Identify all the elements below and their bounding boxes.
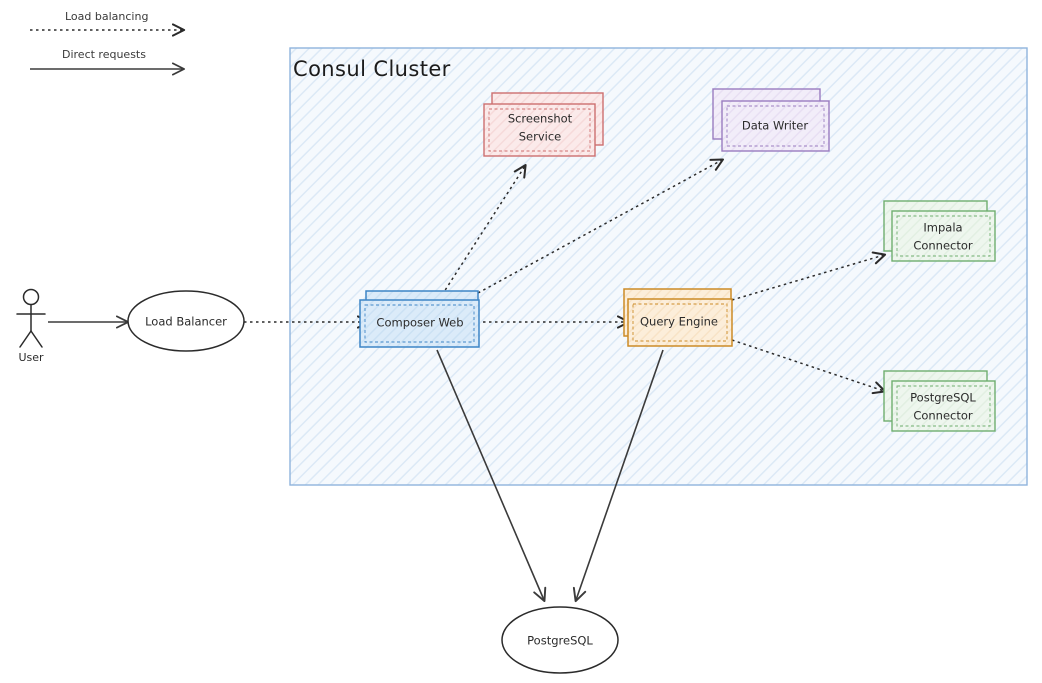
composer-web-inner-dashed-border: [364, 304, 475, 343]
composer-web-front-box[interactable]: [359, 299, 480, 348]
postgresql-connector-inner-dashed-border: [896, 385, 991, 427]
edge-composer-web-to-postgresql: [436, 349, 547, 603]
node-postgresql[interactable]: PostgreSQL: [501, 606, 619, 674]
screenshot-service-front-box[interactable]: [483, 103, 596, 157]
edge-composer-web-to-screenshot-service: [441, 164, 527, 296]
stick-figure-actor-icon: [16, 288, 46, 348]
load-balancer-shape[interactable]: [127, 290, 245, 352]
impala-connector-label-line2: Connector: [913, 239, 973, 253]
impala-connector-front-box[interactable]: [891, 210, 996, 262]
edge-query-engine-to-postgresql: [572, 349, 664, 603]
data-writer-label-line1: Data Writer: [742, 119, 808, 133]
load-balancer-label: Load Balancer: [145, 315, 227, 329]
node-impala-connector[interactable]: Impala Connector: [883, 200, 996, 262]
actor-user-label: User: [18, 351, 44, 364]
node-data-writer[interactable]: Data Writer: [712, 88, 830, 152]
postgresql-connector-front-box[interactable]: [891, 380, 996, 432]
actor-user: User: [16, 288, 46, 364]
screenshot-service-label-line1: Screenshot: [508, 112, 573, 126]
postgresql-connector-label-line2: Connector: [913, 409, 973, 423]
node-screenshot-service[interactable]: Screenshot Service: [483, 92, 604, 157]
node-composer-web[interactable]: Composer Web: [359, 290, 480, 348]
postgresql-connector-label-line1: PostgreSQL: [910, 391, 976, 405]
legend-label-direct-requests: Direct requests: [62, 48, 146, 61]
edges-layer: [48, 158, 887, 603]
impala-connector-inner-dashed-border: [896, 215, 991, 257]
composer-web-label: Composer Web: [376, 316, 463, 330]
query-engine-front-box[interactable]: [627, 298, 733, 347]
cluster-border: [289, 47, 1028, 486]
edge-query-engine-to-postgresql-connector: [731, 339, 887, 395]
data-writer-front-box[interactable]: [721, 100, 830, 152]
screenshot-service-label-line2: Service: [519, 130, 562, 144]
query-engine-label: Query Engine: [640, 315, 718, 329]
postgresql-shape[interactable]: [501, 606, 619, 674]
node-postgresql-connector[interactable]: PostgreSQL Connector: [883, 370, 996, 432]
query-engine-inner-dashed-border: [632, 303, 728, 342]
postgresql-label: PostgreSQL: [527, 634, 593, 648]
edge-query-engine-to-impala-connector: [731, 251, 887, 301]
legend: Load balancing Direct requests: [30, 10, 186, 76]
cluster-title: Consul Cluster: [293, 57, 451, 81]
legend-label-load-balancing: Load balancing: [65, 10, 148, 23]
impala-connector-label-line1: Impala: [923, 221, 962, 235]
screenshot-service-inner-dashed-border: [488, 108, 591, 152]
data-writer-inner-dashed-border: [726, 105, 825, 147]
edge-composer-web-to-data-writer: [477, 158, 725, 294]
node-load-balancer[interactable]: Load Balancer: [127, 290, 245, 352]
node-query-engine[interactable]: Query Engine: [623, 288, 733, 347]
